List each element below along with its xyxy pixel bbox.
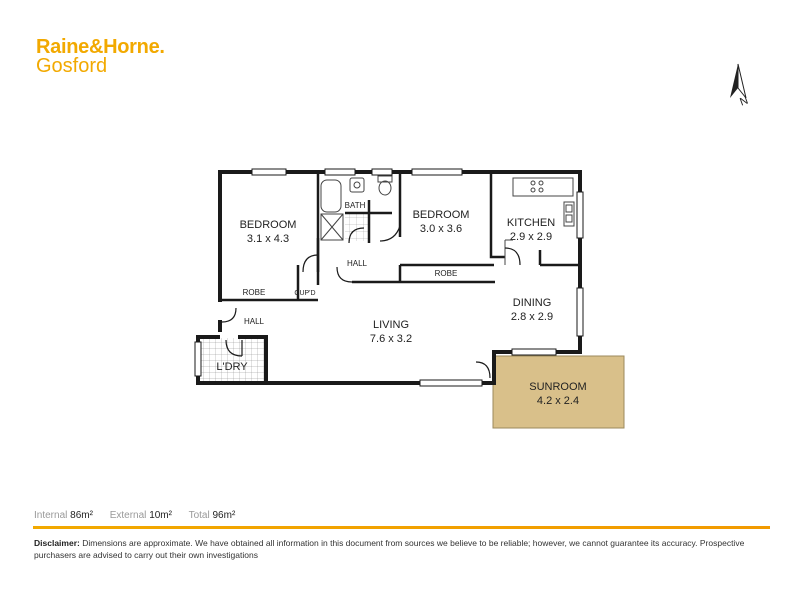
bedroom2-dims: 3.0 x 3.6 [420,223,462,235]
bedroom1-dims: 3.1 x 4.3 [247,233,289,245]
external-value: 10m² [149,510,172,521]
robe2-name: ROBE [435,269,458,278]
cupd-name: CUP'D [294,290,315,297]
dining-dims: 2.8 x 2.9 [511,311,553,323]
internal-value: 86m² [70,510,93,521]
bedroom2-name: BEDROOM [413,209,470,221]
dining-name: DINING [513,297,552,309]
external-label: External [109,510,147,521]
windows [194,168,584,387]
bath-name: BATH [345,201,366,210]
disclaimer-text: Dimensions are approximate. We have obta… [34,538,745,560]
laundry-floor [198,338,266,382]
living-dims: 7.6 x 3.2 [370,333,412,345]
brand-name: Raine&Horne. [36,36,165,58]
internal-label: Internal [34,510,68,521]
sunroom-area [492,355,625,429]
north-arrow-icon: N [730,63,750,109]
brand-office: Gosford [36,55,108,77]
bath-floor [345,214,369,241]
hall-left-name: HALL [244,317,265,326]
fixtures [320,175,575,265]
kitchen-name: KITCHEN [507,217,555,229]
living-name: LIVING [373,319,409,331]
total-value: 96m² [212,510,236,521]
sunroom-dims: 4.2 x 2.4 [537,395,579,407]
brand-logo: Raine&Horne. Gosford [36,36,165,77]
bedroom1-name: BEDROOM [240,219,297,231]
doors [221,225,521,379]
disclaimer-label: Disclaimer: [34,538,80,548]
area-summary: Internal 86m² External 10m² Total 96m² [34,510,249,521]
disclaimer: Disclaimer: Dimensions are approximate. … [34,537,774,561]
brand-divider [33,526,770,529]
north-label: N [738,95,750,109]
total-label: Total [188,510,210,521]
sunroom-name: SUNROOM [529,381,586,393]
laundry-name: L'DRY [216,361,248,373]
kitchen-dims: 2.9 x 2.9 [510,231,552,243]
robe1-name: ROBE [243,288,266,297]
hall-top-name: HALL [347,259,368,268]
